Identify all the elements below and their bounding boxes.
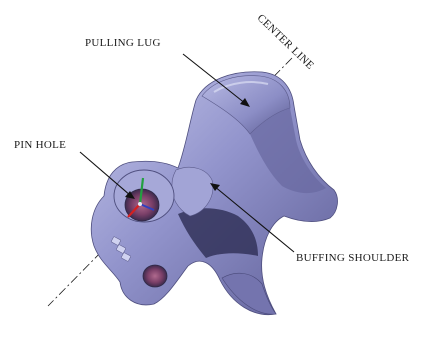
- axis-origin: [138, 202, 142, 206]
- pin-hole-label: PIN HOLE: [14, 139, 66, 151]
- buffing-shoulder-label: BUFFING SHOULDER: [296, 252, 409, 264]
- pulling-lug-label: PULLING LUG: [85, 37, 161, 49]
- lower-hole: [143, 265, 167, 287]
